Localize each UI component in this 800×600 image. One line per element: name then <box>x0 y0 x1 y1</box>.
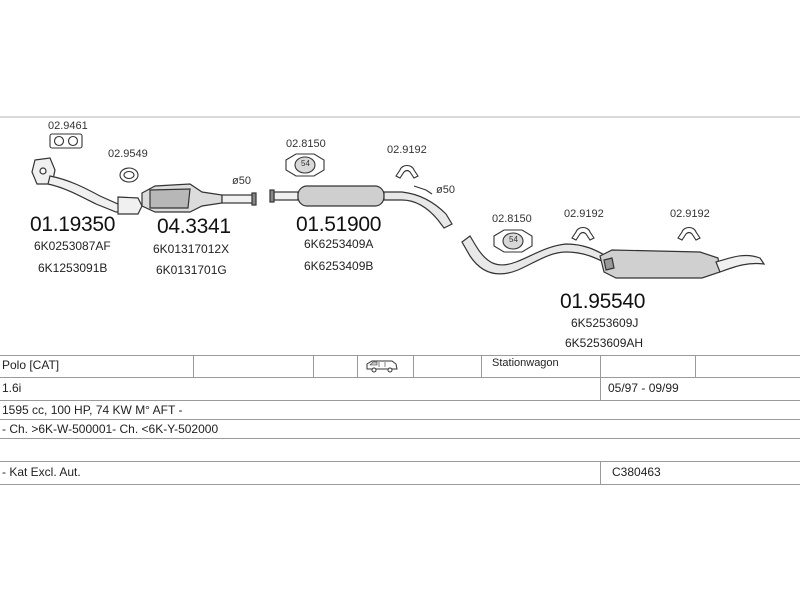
middle-silencer-number: 01.51900 <box>296 213 382 236</box>
rear-silencer-number: 01.95540 <box>560 290 646 313</box>
front-pipe-oe-2: 6K1253091B <box>38 261 108 275</box>
mount-rear-part-number: 02.8150 <box>492 213 532 225</box>
vehicle-specs: 1595 cc, 100 HP, 74 KW M° AFT - <box>2 403 183 417</box>
table-row-divider <box>0 484 800 485</box>
middle-silencer-part <box>269 185 453 229</box>
catalog-reference: C380463 <box>612 465 661 479</box>
ring-part-number: 02.9549 <box>108 148 148 160</box>
middle-silencer-oe-2: 6K6253409B <box>304 259 374 273</box>
table-row-divider <box>0 419 800 420</box>
clip-rear-1-part-number: 02.9192 <box>564 208 604 220</box>
table-row-divider <box>0 461 800 462</box>
catalyst-oe-1: 6K01317012X <box>153 242 230 256</box>
table-column-divider <box>695 355 696 377</box>
mount-rear-badge: 54 <box>509 235 518 244</box>
clip-rear-2 <box>677 226 701 241</box>
rear-silencer-part <box>461 235 766 279</box>
clip-mid-part-number: 02.9192 <box>387 144 427 156</box>
rear-silencer-oe-1: 6K5253609J <box>571 316 639 330</box>
vehicle-notes: - Kat Excl. Aut. <box>2 465 81 479</box>
table-column-divider <box>600 461 601 484</box>
table-column-divider <box>193 355 194 377</box>
vehicle-body-type: Stationwagon <box>492 357 559 369</box>
vehicle-chassis: - Ch. >6K-W-500001- Ch. <6K-Y-502000 <box>2 422 219 436</box>
table-column-divider <box>357 355 358 377</box>
rubber-mount-mid <box>285 153 325 177</box>
front-pipe-oe-1: 6K0253087AF <box>34 239 111 253</box>
ring-part <box>119 167 139 183</box>
catalyst-number: 04.3341 <box>157 215 231 238</box>
catalyst-oe-2: 6K0131701G <box>156 263 227 277</box>
table-column-divider <box>600 377 601 400</box>
table-column-divider <box>600 355 601 377</box>
vehicle-model: Polo [CAT] <box>2 358 60 372</box>
table-row-divider <box>0 400 800 401</box>
front-pipe-number: 01.19350 <box>30 213 116 236</box>
gasket-part-number: 02.9461 <box>48 120 88 132</box>
pipe-diameter-label: ø50 <box>232 175 251 187</box>
table-row-divider <box>0 355 800 356</box>
clip-mid <box>395 164 433 195</box>
table-column-divider <box>481 355 482 377</box>
van-icon <box>366 360 398 373</box>
gasket-part <box>49 133 83 149</box>
table-column-divider <box>313 355 314 377</box>
middle-silencer-oe-1: 6K6253409A <box>304 237 374 251</box>
mount-mid-part-number: 02.8150 <box>286 138 326 150</box>
catalytic-converter-part <box>141 183 257 213</box>
table-row-divider <box>0 438 800 439</box>
rubber-mount-rear <box>493 229 533 253</box>
front-pipe-part <box>31 157 143 215</box>
clip-rear-2-part-number: 02.9192 <box>670 208 710 220</box>
pipe-diameter-label: ø50 <box>436 184 455 196</box>
rear-silencer-oe-2: 6K5253609AH <box>565 336 644 350</box>
mount-mid-badge: 54 <box>301 159 310 168</box>
vehicle-engine: 1.6i <box>2 381 22 395</box>
table-column-divider <box>413 355 414 377</box>
clip-rear-1 <box>571 226 595 241</box>
table-row-divider <box>0 377 800 378</box>
vehicle-years: 05/97 - 09/99 <box>608 381 679 395</box>
